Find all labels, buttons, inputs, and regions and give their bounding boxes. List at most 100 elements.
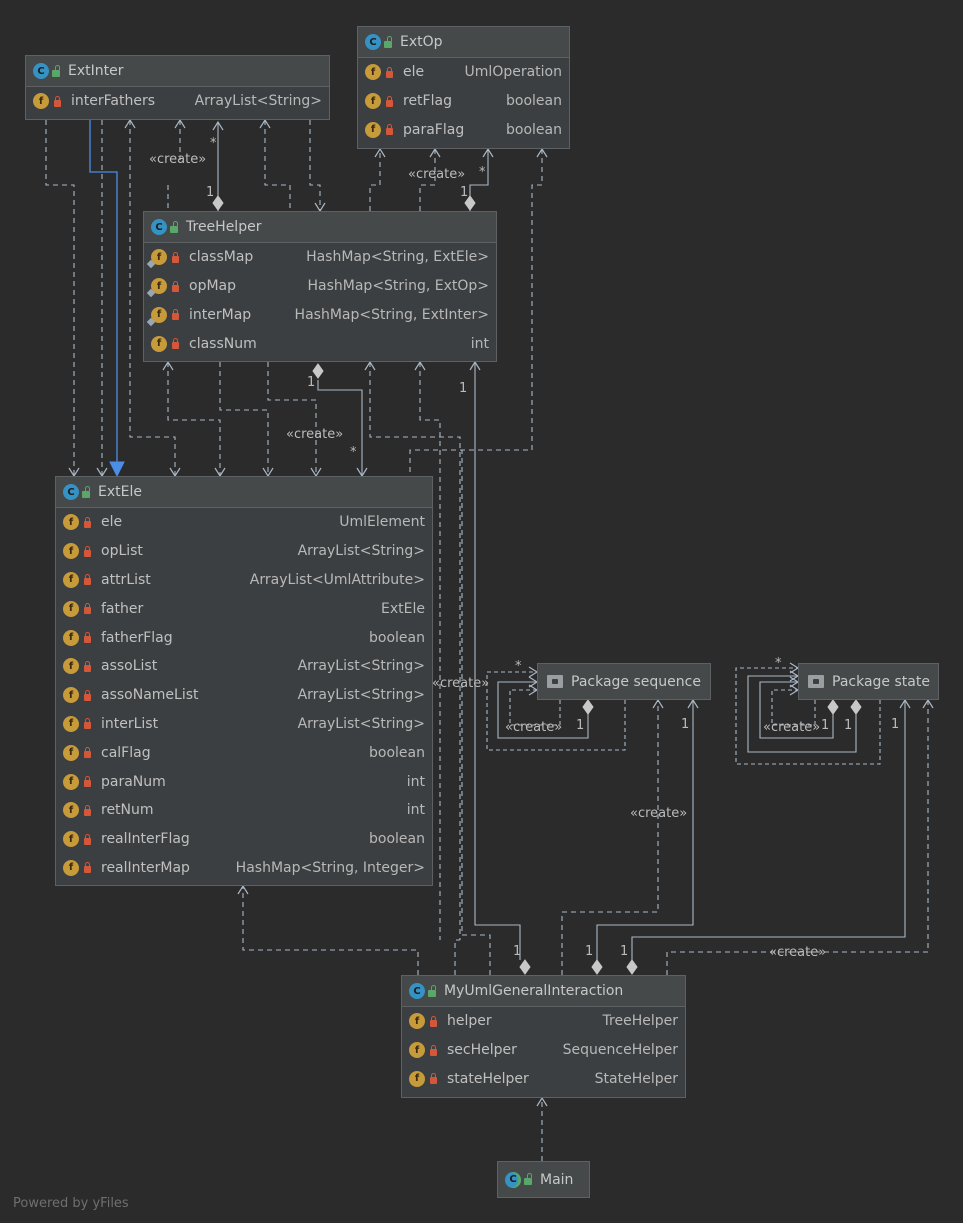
- diamond: [312, 363, 324, 379]
- field-type: int: [406, 802, 425, 819]
- private-icon: [386, 66, 393, 78]
- field-type: HashMap<String, ExtOp>: [307, 278, 490, 295]
- field-icon: f: [63, 831, 79, 848]
- class-name: ExtInter: [68, 63, 124, 79]
- edge-extinter-extele: [45, 120, 75, 476]
- class-name: ExtOp: [400, 34, 443, 50]
- arrowhead: [899, 698, 911, 709]
- one-label: 1: [844, 718, 853, 733]
- private-icon: [172, 251, 179, 263]
- private-icon: [84, 804, 91, 816]
- class-treehelper[interactable]: C TreeHelper f classMap HashMap<String, …: [143, 211, 497, 362]
- package-name: Package sequence: [571, 673, 701, 690]
- field-icon: f: [63, 687, 79, 704]
- package-state[interactable]: Package state: [798, 663, 939, 700]
- field-icon: f: [409, 1070, 425, 1087]
- field-row[interactable]: f interFathers ArrayList<String>: [26, 87, 329, 116]
- private-icon: [430, 1073, 437, 1085]
- arrowhead: [374, 147, 386, 158]
- field-type: ArrayList<String>: [297, 687, 425, 704]
- public-icon: [82, 485, 90, 498]
- class-header: C ExtOp: [358, 27, 569, 58]
- arrowhead: [469, 360, 481, 371]
- edge-treehelper-extinter-a: [129, 120, 176, 476]
- arrowhead: [174, 118, 186, 129]
- private-icon: [386, 124, 393, 136]
- class-name: Main: [540, 1171, 574, 1188]
- private-icon: [84, 747, 91, 759]
- create-label: «create»: [505, 720, 563, 735]
- one-label: 1: [585, 944, 594, 959]
- field-icon: f: [409, 1042, 425, 1059]
- arrowhead: [259, 118, 271, 129]
- field-type: StateHelper: [594, 1070, 678, 1087]
- edge-myuml-treehelper: [474, 362, 521, 960]
- field-icon: f: [151, 335, 167, 352]
- class-header: C ExtEle: [56, 477, 432, 508]
- field-name: ele: [101, 514, 123, 531]
- edge-treehelper-extele-d: [369, 362, 461, 940]
- field-row[interactable]: f interMap HashMap<String, ExtInter>: [144, 301, 496, 330]
- field-row[interactable]: f opMap HashMap<String, ExtOp>: [144, 272, 496, 301]
- one-label: 1: [576, 718, 585, 733]
- field-type: boolean: [369, 629, 425, 646]
- field-name: interMap: [189, 306, 252, 323]
- one-label: 1: [459, 381, 468, 396]
- field-icon: f: [63, 744, 79, 761]
- diamond: [582, 699, 594, 715]
- field-row[interactable]: f classNum int: [144, 329, 496, 358]
- create-label: «create»: [630, 806, 688, 821]
- field-type: boolean: [506, 121, 562, 138]
- package-sequence[interactable]: Package sequence: [537, 663, 711, 700]
- class-main[interactable]: C Main: [497, 1161, 590, 1198]
- field-row[interactable]: f ele UmlOperation: [358, 58, 569, 87]
- field-name: interFathers: [71, 93, 155, 110]
- private-icon: [84, 545, 91, 557]
- arrowhead: [922, 698, 934, 709]
- field-name: attrList: [101, 571, 151, 588]
- public-icon: [384, 35, 392, 48]
- class-extop[interactable]: C ExtOp f ele UmlOperation f retFlag boo…: [357, 26, 570, 149]
- edge-treehelper-extele-c: [267, 362, 317, 476]
- class-icon: C: [33, 63, 49, 79]
- field-type: boolean: [506, 93, 562, 110]
- field-name: retFlag: [403, 93, 452, 110]
- field-name: secHelper: [447, 1042, 517, 1059]
- arrowhead: [429, 147, 441, 158]
- generalization-arrowhead: [109, 461, 125, 478]
- field-type: SequenceHelper: [562, 1042, 678, 1059]
- class-extinter[interactable]: C ExtInter f interFathers ArrayList<Stri…: [25, 55, 330, 120]
- private-icon: [84, 718, 91, 730]
- edge-extop-extele: [409, 149, 543, 476]
- field-icon: f: [63, 859, 79, 876]
- field-row[interactable]: f retFlag boolean: [358, 87, 569, 116]
- field-row[interactable]: f secHelper SequenceHelper: [402, 1036, 685, 1065]
- field-row[interactable]: f classMap HashMap<String, ExtEle>: [144, 243, 496, 272]
- diamond: [827, 699, 839, 715]
- field-icon: f: [365, 93, 381, 110]
- field-name: calFlag: [101, 744, 151, 761]
- edge-myuml-pkg-state: [631, 700, 906, 960]
- private-icon: [84, 574, 91, 586]
- field-icon: f: [63, 658, 79, 675]
- field-row[interactable]: f paraFlag boolean: [358, 116, 569, 145]
- field-icon: f: [63, 629, 79, 646]
